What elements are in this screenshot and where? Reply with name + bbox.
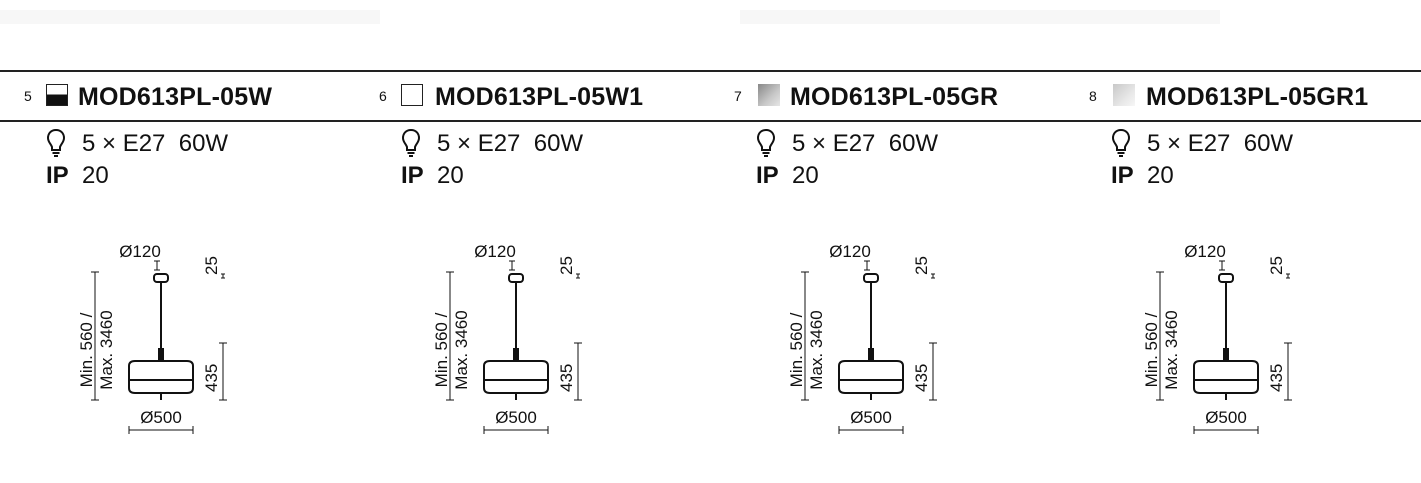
header-fade-right <box>740 10 1220 24</box>
model-code: MOD613PL-05W1 <box>435 83 644 111</box>
ip-label: IP <box>1111 162 1134 189</box>
model-code: MOD613PL-05GR1 <box>1146 83 1369 111</box>
product-column: 8 MOD613PL-05GR1 5 × E27 60W IP 20 Ø120 … <box>1065 0 1420 483</box>
max-height-label: Max. 3460 <box>1162 310 1181 389</box>
canopy-height-label: 25 <box>557 256 576 275</box>
power-spec: 5 × E27 60W <box>792 130 939 157</box>
product-index: 8 <box>1089 88 1097 104</box>
lightbulb-icon <box>401 128 421 157</box>
product-column: 5 MOD613PL-05W 5 × E27 60W IP 20 Ø120 Mi… <box>0 0 355 483</box>
upper-shade <box>838 360 904 381</box>
dimension-drawing: Ø120 Min. 560 / Max. 3460 25 435 Ø500 <box>1142 242 1292 434</box>
lower-shade <box>838 379 904 394</box>
model-code: MOD613PL-05GR <box>790 83 999 111</box>
bottom-rule <box>0 120 1421 122</box>
shade-height-label: 435 <box>202 364 221 392</box>
ip-rating: 20 <box>792 162 819 189</box>
shade-diameter-label: Ø500 <box>140 408 182 427</box>
shade-height-label: 435 <box>1267 364 1286 392</box>
canopy-height-label: 25 <box>202 256 221 275</box>
dimension-drawing: Ø120 Min. 560 / Max. 3460 25 435 Ø500 <box>77 242 227 434</box>
shade-height-label: 435 <box>912 364 931 392</box>
ip-rating: 20 <box>1147 162 1174 189</box>
canopy-shape <box>863 273 879 283</box>
min-height-label: Min. 560 / <box>787 312 806 387</box>
dimension-drawing: Ø120 Min. 560 / Max. 3460 25 435 Ø500 <box>432 242 582 434</box>
color-swatch <box>758 84 780 106</box>
canopy-diameter-label: Ø120 <box>119 242 161 261</box>
ip-label: IP <box>401 162 424 189</box>
product-index: 6 <box>379 88 387 104</box>
power-spec: 5 × E27 60W <box>82 130 229 157</box>
min-height-label: Min. 560 / <box>1142 312 1161 387</box>
canopy-shape <box>508 273 524 283</box>
canopy-shape <box>153 273 169 283</box>
lower-shade <box>128 379 194 394</box>
shade-diameter-label: Ø500 <box>1205 408 1247 427</box>
header-fade-left <box>0 10 380 24</box>
color-swatch <box>1113 84 1135 106</box>
upper-shade <box>128 360 194 381</box>
color-swatch <box>46 84 68 106</box>
shade-diameter-label: Ø500 <box>495 408 537 427</box>
canopy-diameter-label: Ø120 <box>829 242 871 261</box>
canopy-diameter-label: Ø120 <box>1184 242 1226 261</box>
lamp-holder <box>513 348 519 361</box>
max-height-label: Max. 3460 <box>97 310 116 389</box>
product-column: 6 MOD613PL-05W1 5 × E27 60W IP 20 Ø120 M… <box>355 0 710 483</box>
shade-diameter-label: Ø500 <box>850 408 892 427</box>
canopy-height-label: 25 <box>912 256 931 275</box>
product-index: 7 <box>734 88 742 104</box>
upper-shade <box>483 360 549 381</box>
product-index: 5 <box>24 88 32 104</box>
lightbulb-icon <box>756 128 776 157</box>
lightbulb-icon <box>46 128 66 157</box>
canopy-height-label: 25 <box>1267 256 1286 275</box>
lamp-holder <box>868 348 874 361</box>
dimension-drawing: Ø120 Min. 560 / Max. 3460 25 435 Ø500 <box>787 242 937 434</box>
ip-rating: 20 <box>437 162 464 189</box>
max-height-label: Max. 3460 <box>452 310 471 389</box>
upper-shade <box>1193 360 1259 381</box>
canopy-diameter-label: Ø120 <box>474 242 516 261</box>
ip-label: IP <box>756 162 779 189</box>
top-rule <box>0 70 1421 72</box>
color-swatch <box>401 84 423 106</box>
power-spec: 5 × E27 60W <box>1147 130 1294 157</box>
lower-shade <box>483 379 549 394</box>
max-height-label: Max. 3460 <box>807 310 826 389</box>
lightbulb-icon <box>1111 128 1131 157</box>
canopy-shape <box>1218 273 1234 283</box>
power-spec: 5 × E27 60W <box>437 130 584 157</box>
lower-shade <box>1193 379 1259 394</box>
lamp-holder <box>1223 348 1229 361</box>
product-column: 7 MOD613PL-05GR 5 × E27 60W IP 20 Ø120 M… <box>710 0 1065 483</box>
model-code: MOD613PL-05W <box>78 83 273 111</box>
lamp-holder <box>158 348 164 361</box>
min-height-label: Min. 560 / <box>77 312 96 387</box>
min-height-label: Min. 560 / <box>432 312 451 387</box>
ip-rating: 20 <box>82 162 109 189</box>
ip-label: IP <box>46 162 69 189</box>
shade-height-label: 435 <box>557 364 576 392</box>
